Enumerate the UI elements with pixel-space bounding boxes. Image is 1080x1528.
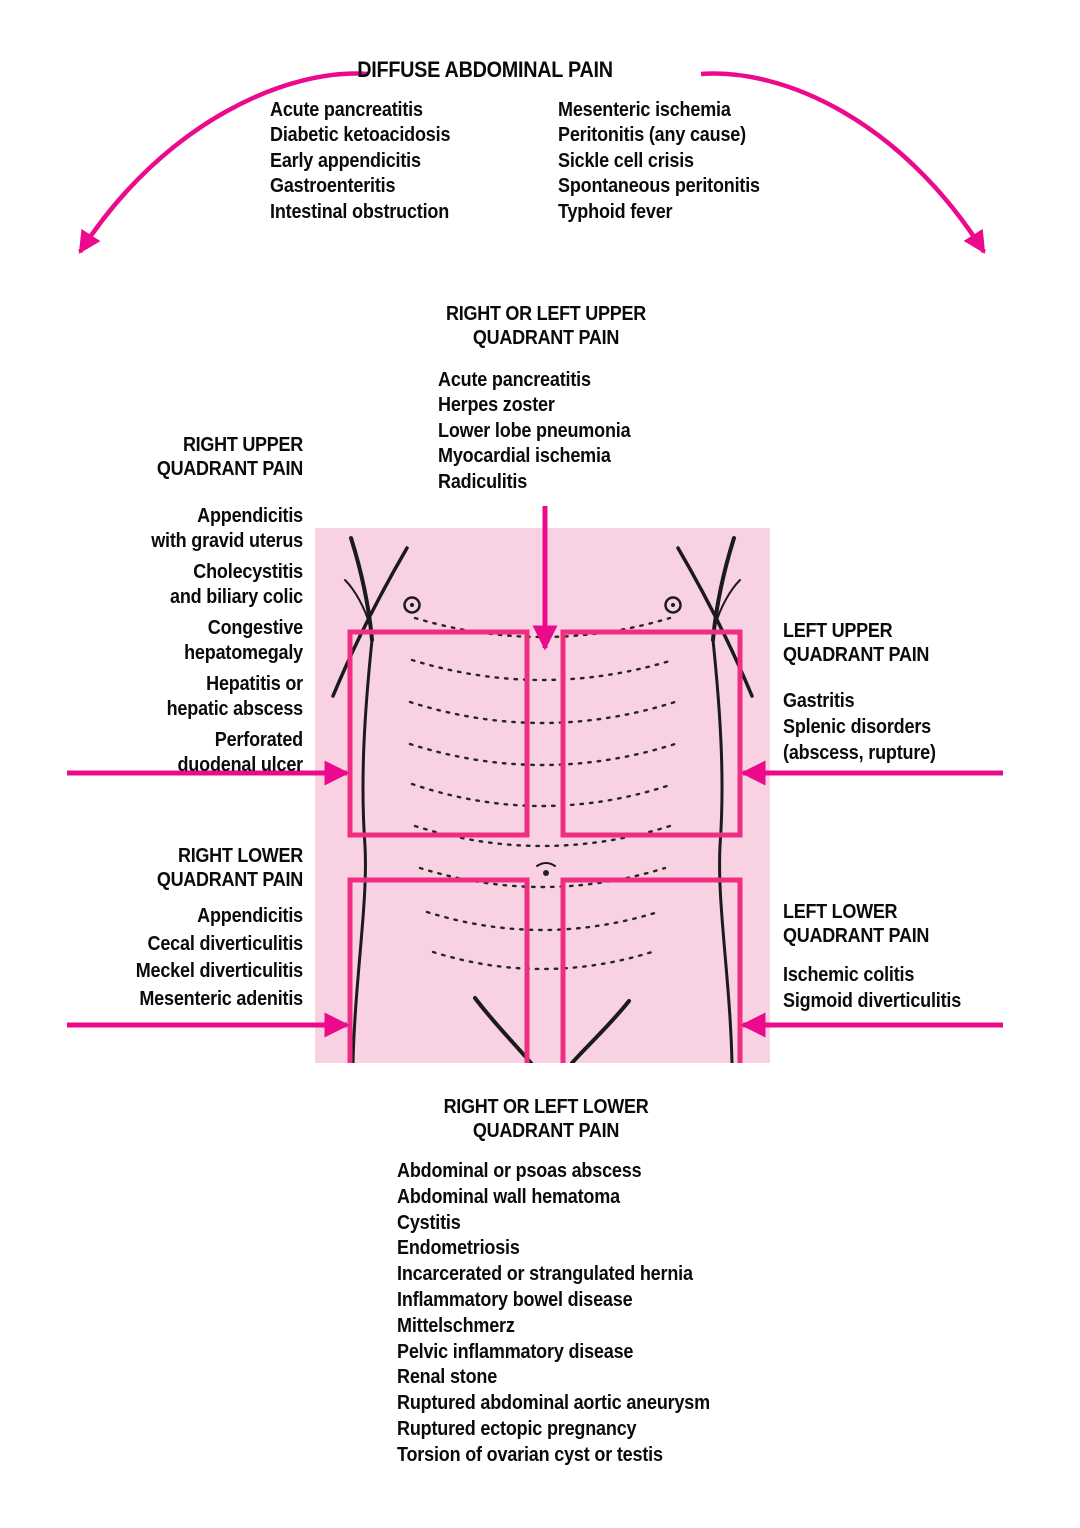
list-item: Appendicitis with gravid uterus [151, 505, 303, 552]
rib-lines [408, 616, 677, 971]
quadrant-boxes [347, 629, 743, 1063]
list-item: Inflammatory bowel disease [397, 1288, 633, 1311]
torso-background [315, 528, 770, 1063]
lower-quadrant-either-title: RIGHT OR LEFT LOWER QUADRANT PAIN [443, 1096, 649, 1142]
list-item: Mesenteric ischemia [558, 99, 731, 121]
left-lower-quadrant-title: LEFT LOWER QUADRANT PAIN [783, 901, 930, 947]
list-item: Incarcerated or strangulated hernia [397, 1263, 693, 1286]
list-item: Renal stone [397, 1366, 498, 1389]
list-item: Abdominal wall hematoma [397, 1185, 620, 1208]
list-item: Ischemic colitis [783, 964, 915, 986]
list-item: Perforated duodenal ulcer [177, 729, 303, 776]
list-item: Gastritis [783, 690, 855, 712]
list-item: Cecal diverticulitis [147, 932, 304, 955]
list-item: Pelvic inflammatory disease [397, 1340, 634, 1363]
navel [536, 862, 556, 876]
nipples [403, 596, 682, 614]
nipple-left [403, 596, 421, 614]
body-outline [331, 536, 754, 1063]
right-lower-quadrant-title: RIGHT LOWER QUADRANT PAIN [156, 845, 303, 891]
list-item: Ruptured abdominal aortic aneurysm [397, 1392, 710, 1415]
right-upper-quadrant-title: RIGHT UPPER QUADRANT PAIN [156, 434, 303, 480]
list-item: Acute pancreatitis [438, 369, 591, 391]
list-item: Splenic disorders (abscess, rupture) [783, 716, 936, 764]
quadrant-box-lower-left-abdomen [560, 877, 743, 1063]
list-item: Typhoid fever [558, 200, 673, 223]
list-item: Spontaneous peritonitis [558, 175, 760, 198]
list-item: Abdominal or psoas abscess [397, 1160, 642, 1182]
diffuse-pain-title: DIFFUSE ABDOMINAL PAIN [357, 57, 613, 82]
list-item: Torsion of ovarian cyst or testis [397, 1443, 663, 1466]
list-item: Cystitis [397, 1211, 461, 1234]
left-upper-quadrant-title: LEFT UPPER QUADRANT PAIN [783, 620, 930, 666]
list-item: Intestinal obstruction [270, 200, 450, 223]
list-item: Acute pancreatitis [270, 99, 423, 121]
list-item: Sickle cell crisis [558, 149, 694, 172]
list-item: Mesenteric adenitis [139, 987, 303, 1010]
list-item: Hepatitis or hepatic abscess [166, 673, 304, 720]
torso-illustration [315, 528, 770, 1063]
list-item: Congestive hepatomegaly [184, 617, 303, 664]
list-item: Appendicitis [197, 905, 303, 927]
list-item: Endometriosis [397, 1237, 520, 1260]
upper-quadrant-either-title: RIGHT OR LEFT UPPER QUADRANT PAIN [446, 303, 646, 349]
list-item: Lower lobe pneumonia [438, 419, 631, 442]
list-item: Cholecystitis and biliary colic [170, 561, 303, 608]
list-item: Herpes zoster [438, 394, 555, 417]
quadrant-box-lower-right-abdomen [347, 877, 530, 1063]
nipple-right [664, 596, 682, 614]
list-item: Early appendicitis [270, 149, 421, 172]
list-item: Ruptured ectopic pregnancy [397, 1417, 637, 1440]
quadrant-box-upper-right-abdomen [347, 629, 530, 838]
list-item: Mittelschmerz [397, 1314, 515, 1337]
list-item: Myocardial ischemia [438, 445, 611, 468]
list-item: Radiculitis [438, 470, 528, 493]
list-item: Peritonitis (any cause) [558, 124, 746, 147]
list-item: Meckel diverticulitis [135, 960, 303, 982]
list-item: Gastroenteritis [270, 175, 396, 198]
quadrant-box-upper-left-abdomen [560, 629, 743, 838]
list-item: Diabetic ketoacidosis [270, 124, 451, 147]
list-item: Sigmoid diverticulitis [783, 990, 962, 1012]
